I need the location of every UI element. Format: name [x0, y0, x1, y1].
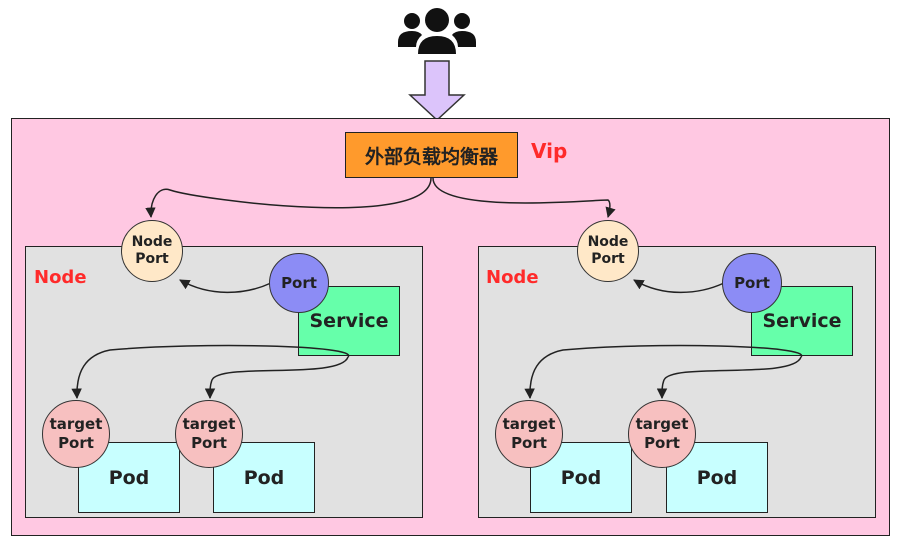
vip-label: Vip: [531, 139, 568, 163]
serviceport-to-nodeport-arrow-2: [633, 279, 725, 294]
node-label-1: Node: [34, 267, 87, 288]
pod-box: Pod: [666, 442, 768, 513]
service-port-label: Port: [734, 273, 770, 292]
service-to-targetport-arrow: [524, 344, 803, 400]
target-port-label: target Port: [502, 415, 556, 452]
node-port-circle-1: Node Port: [121, 220, 183, 282]
target-port-circle: target Port: [42, 400, 110, 468]
serviceport-to-nodeport-arrow-1: [179, 279, 272, 294]
service-to-targetport-arrow: [71, 344, 350, 400]
service-label: Service: [309, 310, 389, 332]
lb-to-nodeport-right-arrow: [432, 177, 616, 219]
service-port-circle-2: Port: [722, 253, 782, 313]
service-to-targetport-arrow: [656, 356, 802, 400]
service-to-targetport-arrow: [204, 356, 349, 400]
pod-label: Pod: [696, 466, 738, 489]
target-port-circle: target Port: [495, 400, 563, 468]
service-port-label: Port: [281, 273, 317, 292]
node-label-2: Node: [486, 267, 539, 288]
target-port-circle: target Port: [628, 400, 696, 468]
target-port-label: target Port: [49, 415, 103, 452]
node-port-circle-2: Node Port: [577, 220, 639, 282]
down-arrow-icon: [408, 60, 466, 122]
service-port-circle-1: Port: [269, 253, 329, 313]
node-port-label: Node Port: [131, 233, 173, 268]
pod-label: Pod: [560, 466, 602, 489]
target-port-label: target Port: [635, 415, 689, 452]
lb-to-nodeport-left-arrow: [145, 177, 432, 219]
pod-label: Pod: [243, 466, 285, 489]
pod-label: Pod: [108, 466, 150, 489]
external-load-balancer: 外部负载均衡器: [345, 132, 518, 178]
node-port-label: Node Port: [587, 233, 629, 268]
target-port-circle: target Port: [175, 400, 243, 468]
load-balancer-label: 外部负载均衡器: [364, 145, 498, 168]
target-port-label: target Port: [182, 415, 236, 452]
service-label: Service: [762, 310, 842, 332]
users-group-icon: [398, 8, 476, 54]
